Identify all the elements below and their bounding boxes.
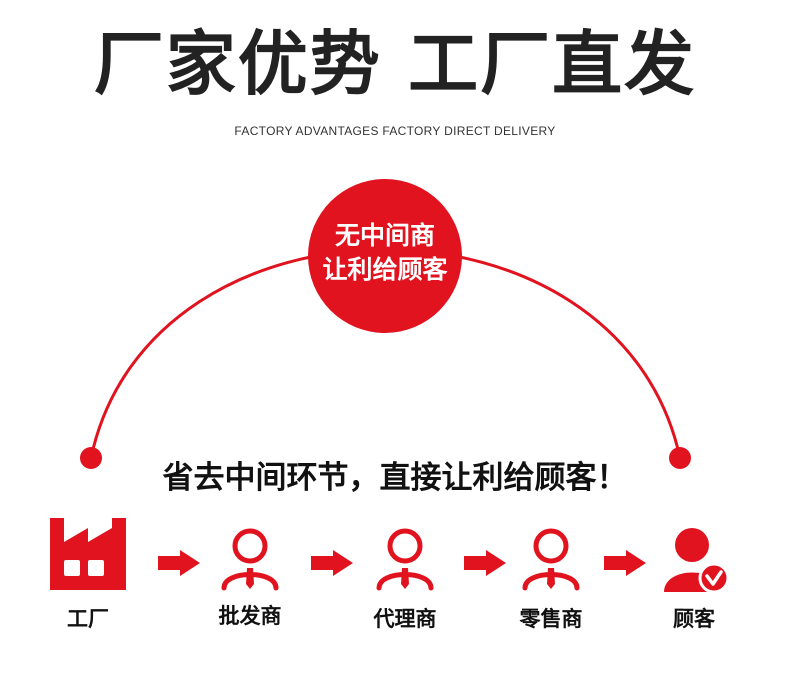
center-circle — [308, 179, 462, 333]
chain-label-factory: 工厂 — [67, 607, 109, 631]
arc-right-dot — [669, 447, 691, 469]
page-title: 厂家优势 工厂直发 — [93, 23, 697, 105]
chain-label-customer: 顾客 — [673, 607, 715, 631]
circle-line-1: 无中间商 — [334, 221, 435, 250]
person-outline-icon — [221, 528, 279, 591]
chain-label-retailer: 零售商 — [519, 607, 583, 631]
arc-left-dot — [80, 447, 102, 469]
circle-line-2: 让利给顾客 — [322, 255, 448, 284]
chain-label-agent: 代理商 — [373, 607, 437, 631]
person-outline-icon — [376, 528, 434, 591]
customer-check-icon — [664, 528, 730, 594]
center-circle-text: 无中间商 让利给顾客 — [305, 219, 465, 287]
arrow-right-icon — [604, 550, 646, 576]
slogan-text: 省去中间环节，直接让利给顾客！ — [162, 460, 628, 496]
arrow-right-icon — [158, 550, 200, 576]
arrow-right-icon — [311, 550, 353, 576]
factory-icon — [50, 518, 126, 590]
person-outline-icon — [522, 528, 580, 591]
arrow-right-icon — [464, 550, 506, 576]
chain-label-wholesaler: 批发商 — [218, 604, 282, 628]
page-subtitle: FACTORY ADVANTAGES FACTORY DIRECT DELIVE… — [234, 124, 556, 138]
